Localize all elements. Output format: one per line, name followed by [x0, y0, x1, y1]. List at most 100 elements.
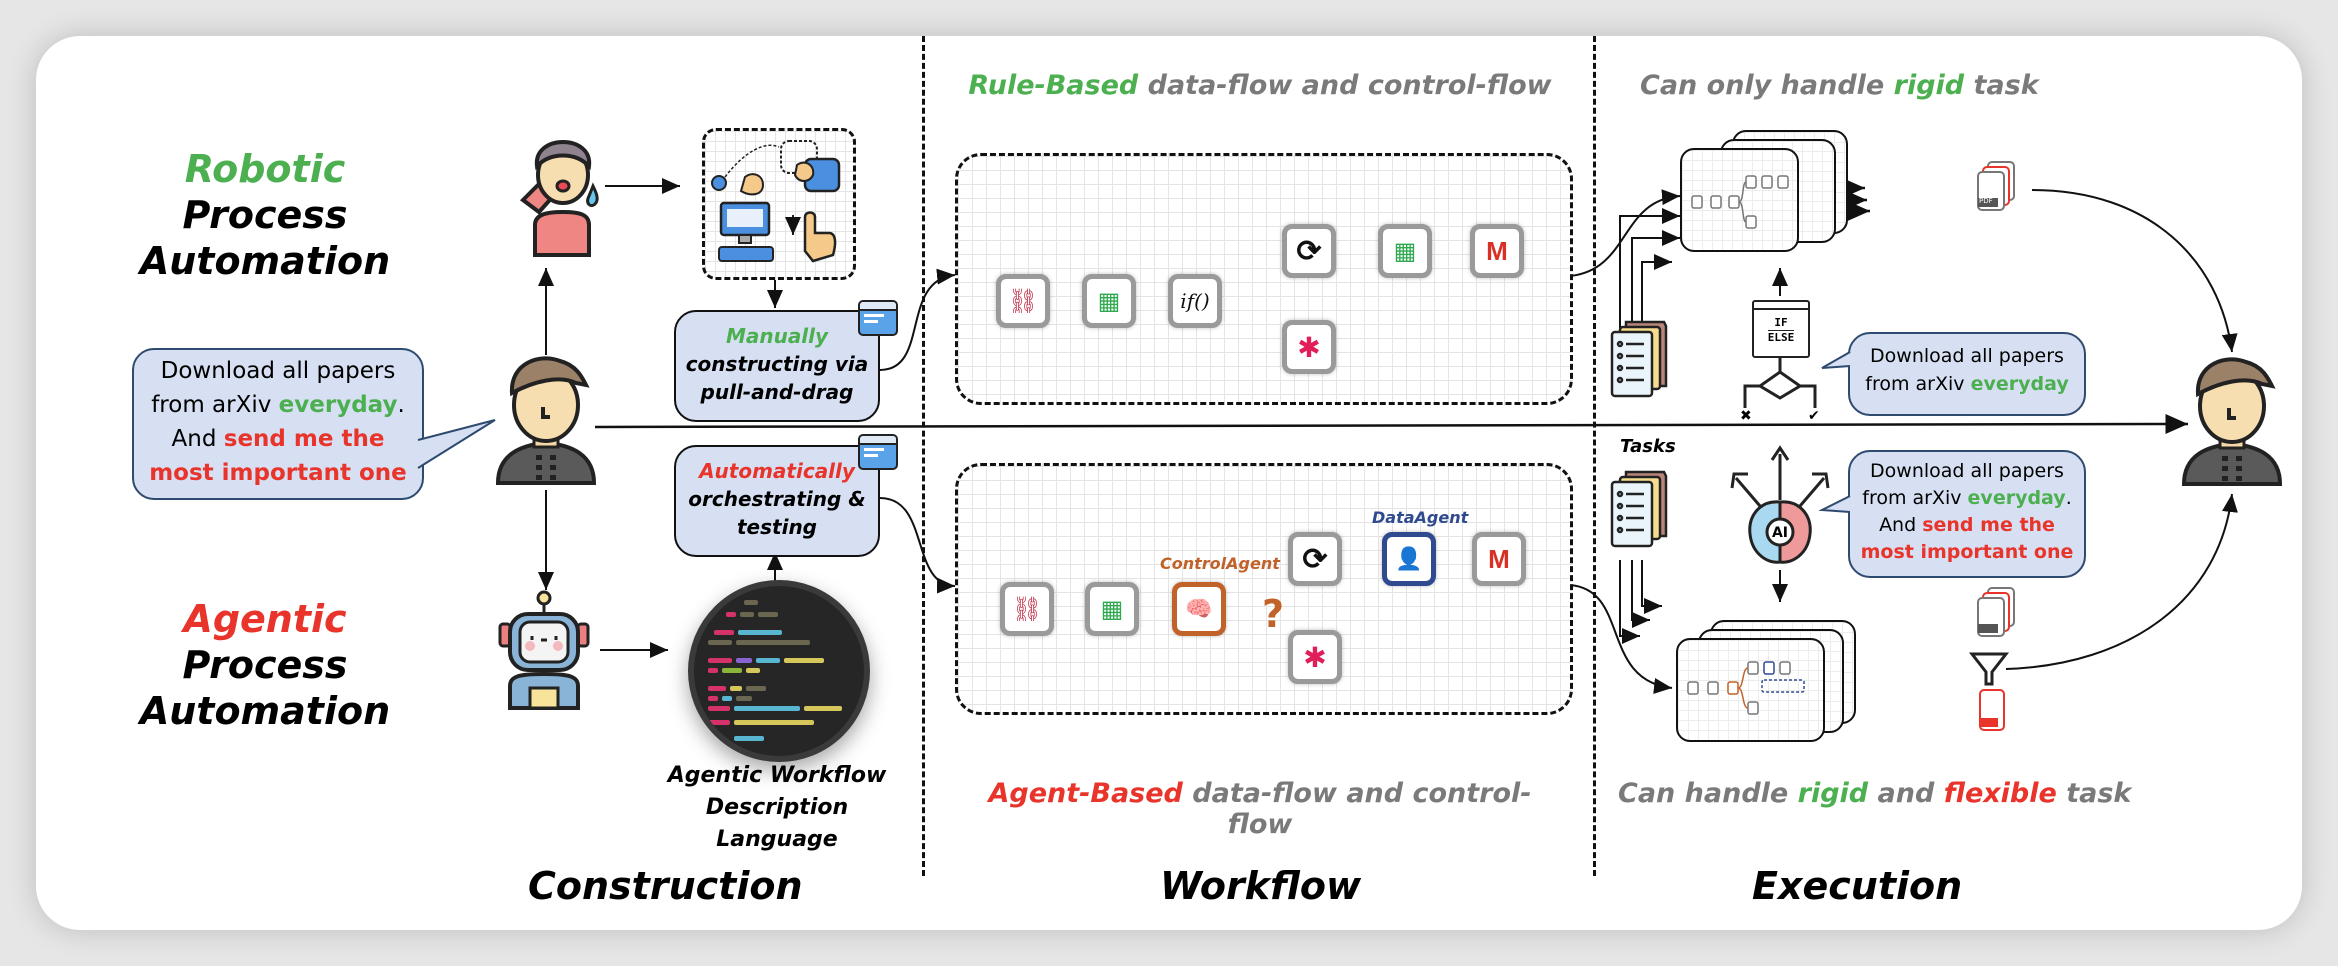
rpa-title: Robotic Process Automation: [55, 146, 475, 284]
rigid-request-bubble: Download all papers from arXiv everyday: [1848, 332, 2086, 416]
request-text: from arXiv: [151, 392, 279, 418]
if-icon: if(): [1180, 289, 1210, 313]
google-sheets-icon: ▦: [1100, 595, 1124, 623]
drag-and-drop-icon: [702, 128, 856, 280]
google-sheets-icon: ▦: [1393, 237, 1417, 265]
manual-line-3: pull-and-drag: [700, 380, 854, 404]
flex-request-text: from arXiv: [1862, 487, 1968, 509]
rigid-only-prefix: Can only handle: [1640, 70, 1894, 101]
loop-icon: ⟳: [1296, 234, 1322, 268]
divider-construction-workflow: [922, 36, 925, 876]
manual-accent: Manually: [725, 324, 829, 348]
flex-prefix: Can handle: [1618, 778, 1798, 809]
manual-line-2: constructing via: [685, 352, 869, 376]
webhook-icon: ⛓: [1007, 287, 1039, 315]
gmail-icon: M: [1486, 235, 1508, 266]
request-line-3: And send me the: [134, 422, 422, 456]
slack-node[interactable]: ✱: [1288, 630, 1342, 684]
funnel-icon: [1968, 652, 2010, 686]
data-agent-label: DataAgent: [1372, 508, 1469, 527]
gmail-node[interactable]: M: [1472, 532, 1526, 586]
webhook-node[interactable]: ⛓: [1000, 582, 1054, 636]
divider-workflow-execution: [1593, 36, 1596, 876]
flex-request-line-1: Download all papers: [1870, 460, 2064, 482]
if-text: IF: [1774, 316, 1788, 329]
flex-flexible-accent: flexible: [1943, 778, 2057, 809]
apa-title-rest: Process Automation: [139, 643, 391, 733]
webhook-node[interactable]: ⛓: [996, 274, 1050, 328]
request-and: And: [171, 426, 224, 452]
apa-title-accent: Agentic: [183, 597, 347, 641]
flexible-flow-mini: [1687, 661, 1805, 715]
loop-node[interactable]: ⟳: [1282, 224, 1336, 278]
svg-text:✖: ✖: [1740, 408, 1752, 424]
user-request-bubble: Download all papers from arXiv everyday.…: [132, 348, 424, 500]
loop-node[interactable]: ⟳: [1288, 532, 1342, 586]
agent-based-accent: Agent-Based: [988, 778, 1183, 809]
google-sheets-node[interactable]: ▦: [1085, 582, 1139, 636]
google-sheets-node-2[interactable]: ▦: [1378, 224, 1432, 278]
svg-text:✔: ✔: [1808, 408, 1820, 424]
section-label-construction: Construction: [528, 864, 803, 908]
flex-request-line-4: most important one: [1850, 539, 2084, 566]
rpa-title-rest: Process Automation: [139, 193, 391, 283]
rigid-only-suffix: task: [1964, 70, 2039, 101]
loop-icon: ⟳: [1302, 542, 1328, 576]
code-window-icon: [858, 300, 898, 336]
code-screen-icon: [688, 580, 870, 762]
apa-title: Agentic Process Automation: [55, 596, 475, 734]
rpa-title-accent: Robotic: [184, 147, 346, 191]
control-agent-node[interactable]: 🧠: [1172, 582, 1226, 636]
request-line-4: most important one: [134, 456, 422, 490]
rule-based-accent: Rule-Based: [968, 70, 1139, 101]
rigid-request-line-1: Download all papers: [1870, 345, 2064, 367]
rule-based-header: Rule-Based data-flow and control-flow: [960, 70, 1560, 101]
data-agent-node[interactable]: 👤: [1382, 532, 1436, 586]
automatic-construction-box: Automatically orchestrating & testing: [674, 445, 880, 557]
flex-request-line-2: from arXiv everyday.: [1850, 485, 2084, 512]
rule-based-workflow-panel: [955, 153, 1573, 405]
google-sheets-icon: ▦: [1097, 287, 1121, 315]
auto-line-3: testing: [737, 515, 817, 539]
rigid-only-header: Can only handle rigid task: [1640, 70, 2039, 101]
request-send-me: send me the: [223, 426, 385, 452]
slack-icon: ✱: [1303, 641, 1327, 673]
pdf-label: PDF: [1979, 197, 1993, 205]
flex-request-and: And: [1879, 514, 1923, 536]
gmail-node[interactable]: M: [1470, 224, 1524, 278]
manual-construction-box: Manually constructing via pull-and-drag: [674, 310, 880, 422]
tasks-label: Tasks: [1620, 436, 1676, 457]
ai-text: AI: [1772, 525, 1788, 541]
rule-based-rest: data-flow and control-flow: [1138, 70, 1552, 101]
flex-request-most-important: most important one: [1860, 541, 2074, 563]
question-mark-icon: ?: [1262, 592, 1285, 636]
section-label-execution: Execution: [1752, 864, 1963, 908]
request-period: .: [397, 392, 405, 418]
control-agent-label: ControlAgent: [1160, 554, 1280, 573]
if-condition-node[interactable]: if(): [1168, 274, 1222, 328]
rigid-request-line-2: from arXiv everyday: [1850, 370, 2084, 398]
google-sheets-node[interactable]: ▦: [1082, 274, 1136, 328]
request-everyday: everyday: [278, 392, 398, 418]
awdl-line-1: Agentic Workflow: [667, 763, 887, 788]
flex-rigid-accent: rigid: [1797, 778, 1869, 809]
flexible-execution-card: [1676, 638, 1825, 742]
awdl-label: Agentic Workflow Description Language: [652, 760, 902, 856]
code-window-icon: [858, 434, 898, 470]
flexible-request-bubble: Download all papers from arXiv everyday.…: [1848, 450, 2086, 578]
agent-based-rest: data-flow and control-flow: [1182, 778, 1532, 840]
rigid-and-flexible-header: Can handle rigid and flexible task: [1618, 778, 2131, 809]
flex-request-period: .: [2065, 487, 2072, 509]
request-most-important: most important one: [149, 460, 407, 486]
else-text: ELSE: [1767, 331, 1795, 344]
flex-request-everyday: everyday: [1967, 487, 2066, 509]
rigid-flow-mini: [1691, 175, 1789, 229]
slack-node[interactable]: ✱: [1282, 320, 1336, 374]
